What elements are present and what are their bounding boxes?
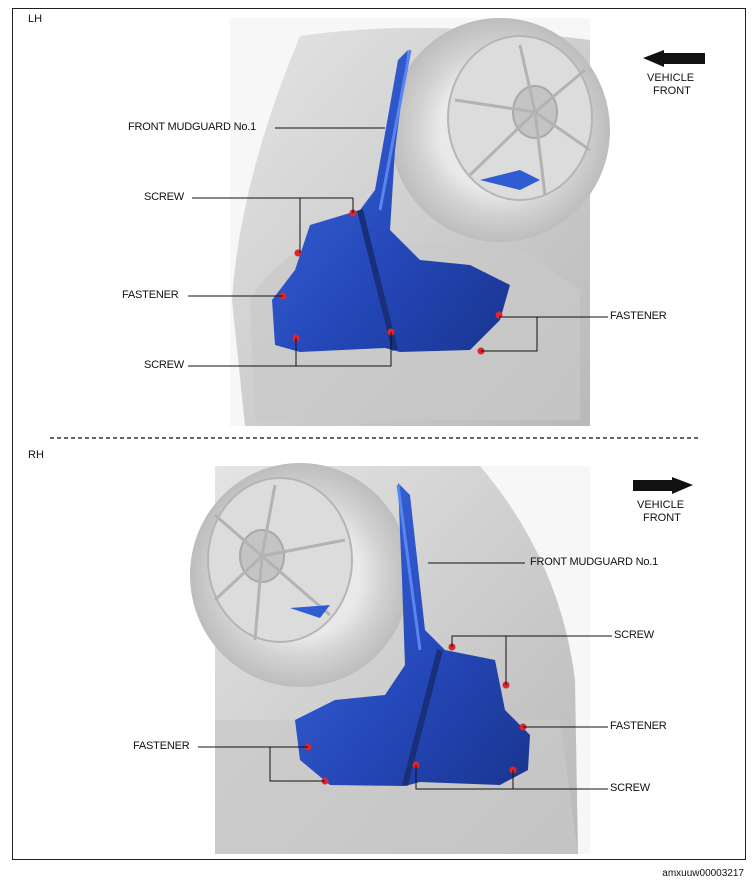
rh-illustration [190, 463, 693, 854]
lh-callout-fastener-right: FASTENER [610, 310, 667, 322]
rh-callout-screw-bottom: SCREW [610, 782, 650, 794]
lh-vehicle-front-line2: FRONT [653, 85, 691, 97]
lh-illustration [188, 18, 705, 427]
rh-vehicle-front-label: VEHICLE FRONT [637, 499, 684, 525]
lh-callout-screw-bottom: SCREW [144, 359, 184, 371]
lh-callout-screw-top: SCREW [144, 191, 184, 203]
rh-callout-mudguard: FRONT MUDGUARD No.1 [530, 556, 659, 568]
rh-vehicle-front-arrow-icon [633, 477, 693, 494]
document-id: amxuuw00003217 [662, 868, 744, 879]
lh-vehicle-front-arrow-icon [643, 50, 705, 67]
lh-front-mudguard [272, 50, 510, 352]
rh-vehicle-front-line2: FRONT [643, 512, 681, 524]
rh-front-mudguard [295, 483, 530, 786]
rh-callout-fastener-right: FASTENER [610, 720, 667, 732]
lh-vehicle-front-label: VEHICLE FRONT [647, 72, 694, 98]
lh-section-label: LH [28, 13, 43, 25]
lh-callout-fastener-left: FASTENER [122, 289, 179, 301]
lh-vehicle-front-line1: VEHICLE [647, 72, 695, 84]
lh-callout-mudguard: FRONT MUDGUARD No.1 [128, 121, 257, 133]
rh-section-label: RH [28, 449, 44, 461]
rh-callout-screw-top: SCREW [614, 629, 654, 641]
rh-callout-fastener-left: FASTENER [133, 740, 190, 752]
rh-vehicle-front-line1: VEHICLE [637, 499, 685, 511]
